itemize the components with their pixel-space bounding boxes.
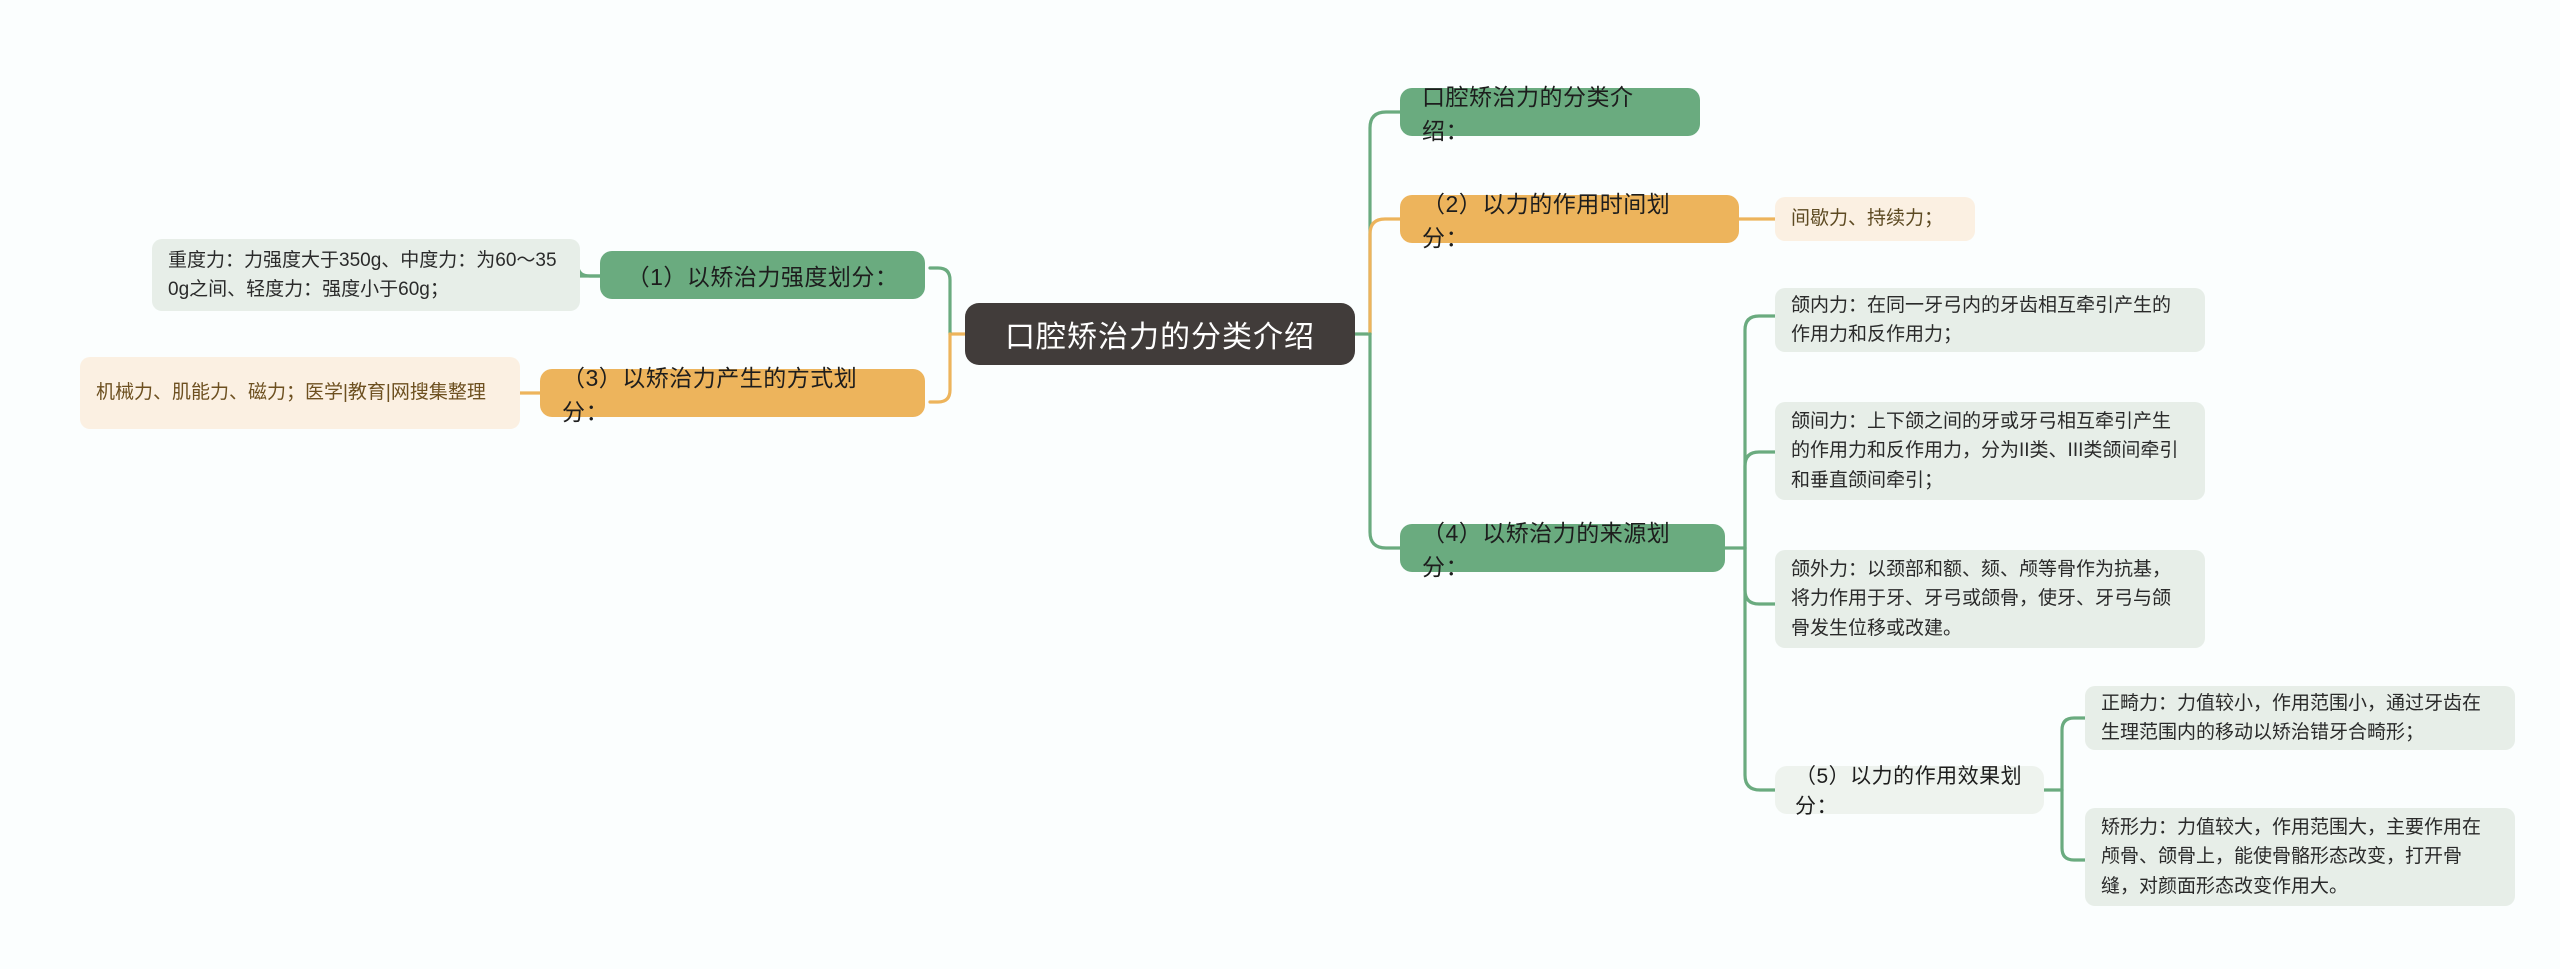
branch-node-4-label: （4）以矫治力的来源划分： bbox=[1422, 520, 1671, 580]
branch-node-5[interactable]: （5）以力的作用效果划分： bbox=[1775, 765, 2044, 818]
leaf-node-inter-arch-force[interactable]: 颌间力：上下颌之间的牙或牙弓相互牵引产生的作用力和反作用力，分为II类、III类… bbox=[1775, 402, 2205, 500]
branch-node-intro[interactable]: 口腔矫治力的分类介绍： bbox=[1400, 84, 1700, 144]
root-node-label: 口腔矫治力的分类介绍 bbox=[1005, 321, 1315, 354]
leaf-node-generation-method[interactable]: 机械力、肌能力、磁力；医学|教育|网搜集整理 bbox=[80, 357, 520, 429]
branch-node-4[interactable]: （4）以矫治力的来源划分： bbox=[1400, 520, 1725, 580]
branch-node-5-label: （5）以力的作用效果划分： bbox=[1795, 765, 2023, 818]
leaf-node-orthodontic-force-text: 正畸力：力值较小，作用范围小，通过牙齿在生理范围内的移动以矫治错牙合畸形； bbox=[2101, 692, 2482, 743]
leaf-node-orthopedic-force-text: 矫形力：力值较大，作用范围大，主要作用在颅骨、颌骨上，能使骨骼形态改变，打开骨缝… bbox=[2101, 816, 2482, 897]
branch-node-3[interactable]: （3）以矫治力产生的方式划分： bbox=[540, 365, 925, 425]
leaf-node-intra-arch-force[interactable]: 颌内力：在同一牙弓内的牙齿相互牵引产生的作用力和反作用力； bbox=[1775, 288, 2205, 352]
leaf-node-extra-oral-force-text: 颌外力：以颈部和额、颏、颅等骨作为抗基，将力作用于牙、牙弓或颌骨，使牙、牙弓与颌… bbox=[1791, 558, 2172, 639]
leaf-node-orthopedic-force[interactable]: 矫形力：力值较大，作用范围大，主要作用在颅骨、颌骨上，能使骨骼形态改变，打开骨缝… bbox=[2085, 808, 2515, 906]
leaf-node-orthodontic-force[interactable]: 正畸力：力值较小，作用范围小，通过牙齿在生理范围内的移动以矫治错牙合畸形； bbox=[2085, 686, 2515, 750]
leaf-node-intra-arch-force-text: 颌内力：在同一牙弓内的牙齿相互牵引产生的作用力和反作用力； bbox=[1791, 294, 2172, 345]
root-node[interactable]: 口腔矫治力的分类介绍 bbox=[965, 303, 1355, 365]
branch-node-1-label: （1）以矫治力强度划分： bbox=[626, 264, 899, 290]
branch-node-3-label: （3）以矫治力产生的方式划分： bbox=[562, 365, 858, 425]
branch-node-intro-label: 口腔矫治力的分类介绍： bbox=[1422, 84, 1634, 144]
leaf-node-duration[interactable]: 间歇力、持续力； bbox=[1775, 197, 1975, 241]
branch-node-2[interactable]: （2）以力的作用时间划分： bbox=[1400, 191, 1739, 251]
leaf-node-duration-text: 间歇力、持续力； bbox=[1791, 208, 1944, 230]
leaf-node-generation-method-text: 机械力、肌能力、磁力；医学|教育|网搜集整理 bbox=[96, 382, 486, 404]
branch-node-1[interactable]: （1）以矫治力强度划分： bbox=[600, 251, 925, 299]
leaf-node-intensity[interactable]: 重度力：力强度大于350g、中度力：为60～350g之间、轻度力：强度小于60g… bbox=[152, 239, 580, 311]
leaf-node-intensity-text: 重度力：力强度大于350g、中度力：为60～350g之间、轻度力：强度小于60g… bbox=[168, 249, 557, 300]
leaf-node-inter-arch-force-text: 颌间力：上下颌之间的牙或牙弓相互牵引产生的作用力和反作用力，分为II类、III类… bbox=[1791, 410, 2179, 491]
leaf-node-extra-oral-force[interactable]: 颌外力：以颈部和额、颏、颅等骨作为抗基，将力作用于牙、牙弓或颌骨，使牙、牙弓与颌… bbox=[1775, 550, 2205, 648]
branch-node-2-label: （2）以力的作用时间划分： bbox=[1422, 191, 1671, 251]
